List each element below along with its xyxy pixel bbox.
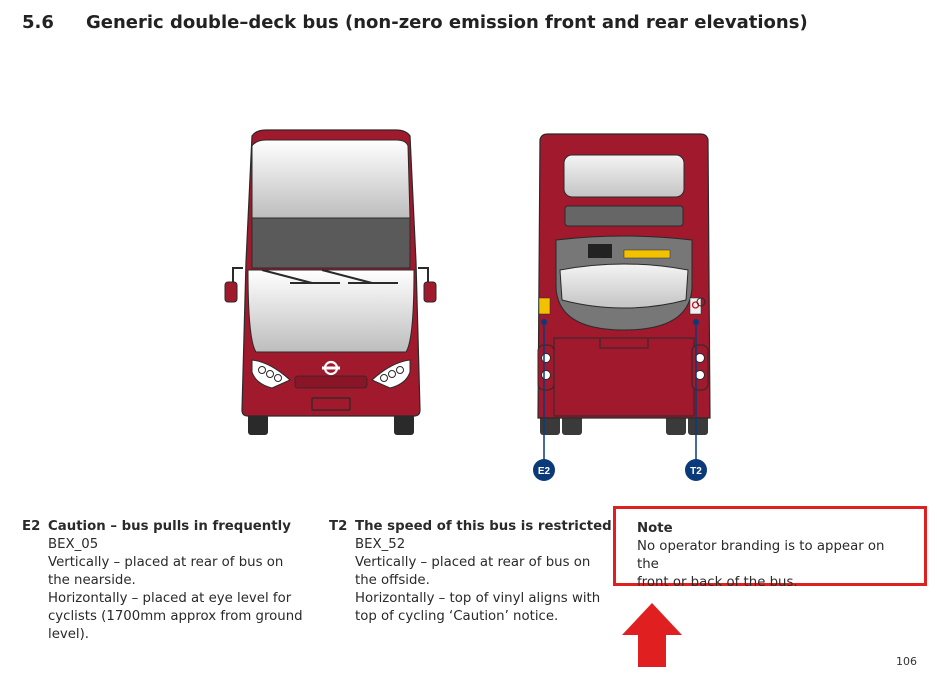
marker-t2: T2 [685, 459, 707, 481]
notice-line: Horizontally – top of vinyl aligns with [355, 591, 601, 606]
section-heading: 5.6 Generic double–deck bus (non-zero emi… [22, 12, 808, 33]
lower-windscreen [247, 269, 415, 353]
rear-route-number-display [588, 244, 612, 258]
note-line: No operator branding is to appear on the [637, 539, 885, 572]
upper-windscreen [251, 139, 411, 219]
rear-upper-window [563, 154, 685, 198]
section-title: Generic double–deck bus (non-zero emissi… [86, 12, 808, 33]
notice-line: Vertically – placed at rear of bus on [48, 555, 284, 570]
notice-line: cyclists (1700mm approx from ground [48, 609, 303, 624]
notice-code: T2 [329, 519, 348, 534]
svg-text:E2: E2 [538, 466, 551, 477]
marker-e2: E2 [533, 459, 555, 481]
left-tail-light-icon [541, 353, 551, 363]
notice-line: level). [48, 627, 90, 642]
rear-right-wheel [688, 415, 708, 435]
notice-line: the offside. [355, 573, 430, 588]
svg-text:T2: T2 [690, 466, 702, 477]
bus-rear-elevation [537, 133, 711, 460]
notice-code: E2 [22, 519, 41, 534]
notice-title: The speed of this bus is restricted [355, 519, 612, 534]
front-number-plate [311, 397, 351, 411]
right-tail-light-icon [695, 353, 705, 363]
note-box: Note No operator branding is to appear o… [613, 506, 927, 590]
notice-title: Caution – bus pulls in frequently [48, 519, 291, 534]
up-arrow-icon [622, 603, 682, 667]
rear-route-panel [564, 205, 684, 227]
destination-display [251, 217, 411, 269]
note-line: front or back of the bus. [637, 575, 798, 590]
rear-number-plate [599, 337, 649, 349]
notice-line: Horizontally – placed at eye level for [48, 591, 292, 606]
notice-line: the nearside. [48, 573, 136, 588]
section-number: 5.6 [22, 12, 54, 33]
rear-lower-window [559, 263, 689, 309]
notice-line: BEX_52 [355, 537, 406, 552]
page-number: 106 [896, 655, 917, 668]
rear-yellow-plate [623, 249, 671, 259]
bus-front-elevation [224, 129, 437, 435]
left-mirror-icon [224, 281, 238, 303]
bus-illustrations: E2 T2 [224, 129, 711, 481]
notice-line: top of cycling ‘Caution’ notice. [355, 609, 559, 624]
note-title: Note [637, 521, 673, 536]
right-mirror-icon [423, 281, 437, 303]
caution-notice-e2 [538, 297, 551, 315]
rear-left-wheel [540, 415, 560, 435]
notice-line: BEX_05 [48, 537, 99, 552]
roundel-icon [322, 360, 340, 376]
notice-line: Vertically – placed at rear of bus on [355, 555, 591, 570]
